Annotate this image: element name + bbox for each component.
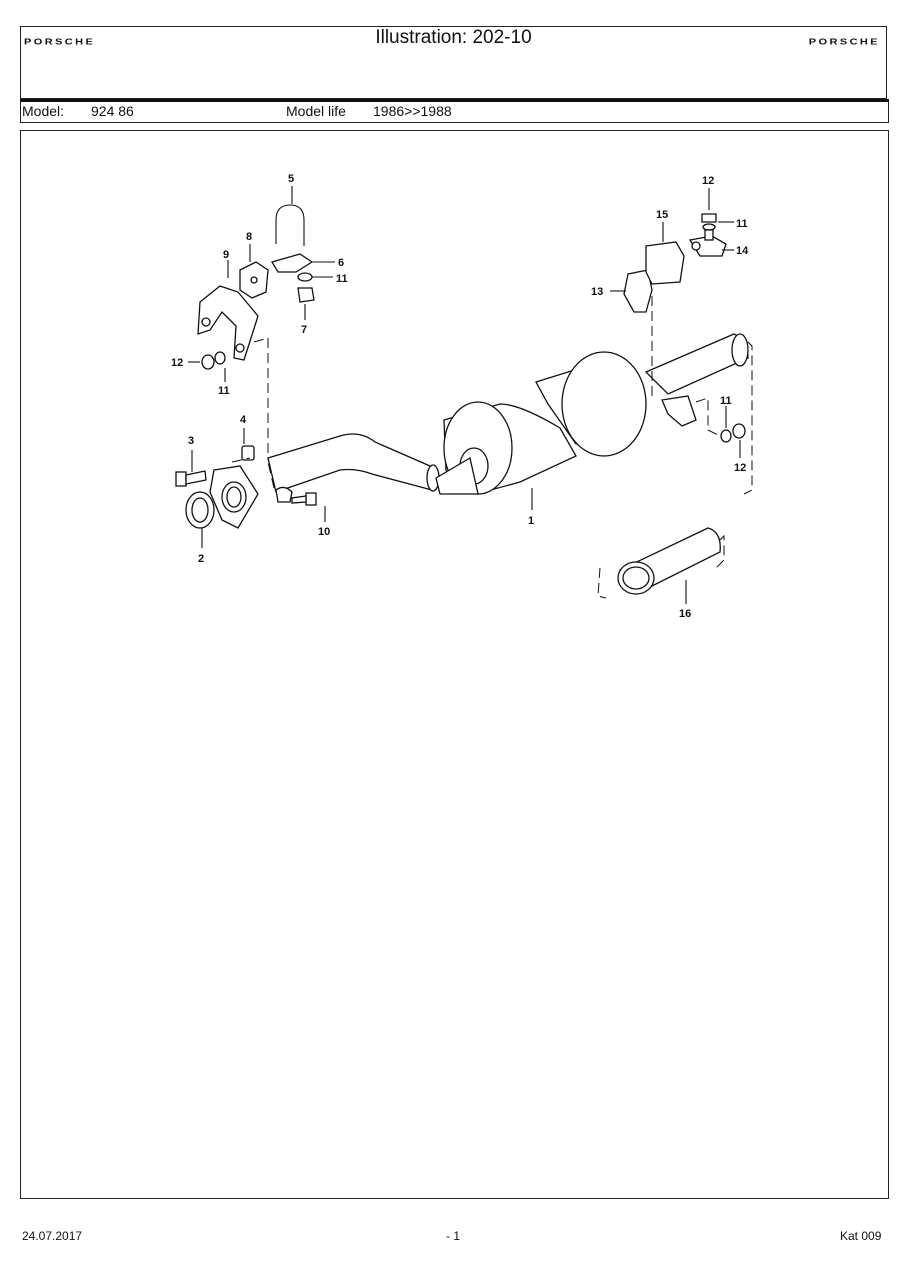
page-header: PORSCHE Illustration: 202-10 PORSCHE	[20, 26, 887, 99]
model-info-row: Model: 924 86 Model life 1986>>1988	[20, 99, 889, 123]
callout-4: 4	[240, 414, 247, 426]
washers-right-drawing	[720, 423, 746, 443]
bracket-9-drawing	[197, 285, 259, 361]
callout-9: 9	[223, 249, 229, 261]
callout-5: 5	[288, 173, 294, 185]
callout-11-right: 11	[720, 395, 732, 407]
flange-drawing	[209, 465, 259, 529]
leader-lines	[188, 186, 741, 604]
footer-page-number: - 1	[446, 1229, 461, 1243]
front-pipe-drawing	[267, 433, 440, 493]
callout-12-left: 12	[171, 357, 183, 369]
callout-1: 1	[528, 515, 534, 527]
washers-left-drawing	[201, 351, 226, 370]
callout-11-top-right: 11	[736, 218, 748, 230]
footer-catalog: Kat 009	[840, 1229, 882, 1243]
callout-13: 13	[591, 286, 603, 298]
rubber-mount-8-drawing	[239, 261, 269, 299]
rear-hanger-drawing	[661, 395, 697, 427]
footer-date: 24.07.2017	[22, 1229, 83, 1243]
callout-10: 10	[318, 526, 330, 538]
rear-silencer-drawing	[535, 333, 749, 457]
callout-7: 7	[301, 324, 307, 336]
clamp-10-drawing	[275, 486, 317, 506]
callout-12-top-right: 12	[702, 175, 714, 187]
callout-12-right: 12	[734, 462, 746, 474]
callout-11-top-left: 11	[336, 273, 348, 285]
model-value: 924 86	[91, 103, 134, 119]
callout-11-left: 11	[218, 385, 230, 397]
callout-6: 6	[338, 257, 344, 269]
u-bolt-5-drawing	[275, 204, 305, 246]
gasket-ring-drawing	[185, 491, 215, 529]
main-silencer-drawing	[435, 401, 577, 495]
callout-8: 8	[246, 231, 252, 243]
porsche-logo-right: PORSCHE	[808, 37, 880, 47]
illustration-title: Illustration: 202-10	[375, 27, 532, 48]
porsche-logo-left: PORSCHE	[24, 37, 96, 47]
bolt-3-drawing	[175, 470, 207, 487]
assembly-guide-lines	[231, 296, 753, 599]
callout-14: 14	[736, 245, 749, 257]
illustration-frame	[20, 130, 889, 1199]
model-life-value: 1986>>1988	[373, 103, 452, 119]
model-life-label: Model life	[286, 103, 346, 119]
strap-6-drawing	[271, 253, 314, 273]
nut-4-drawing	[241, 445, 255, 461]
callout-16: 16	[679, 608, 691, 620]
tail-pipe-trim-drawing	[617, 527, 721, 595]
callout-3: 3	[188, 435, 194, 447]
bracket-14-drawing	[688, 235, 727, 257]
model-label: Model:	[22, 103, 65, 119]
nut-washer-top-right	[701, 213, 717, 241]
rubber-mount-15-drawing	[645, 241, 685, 285]
washer-nut-top-left	[297, 272, 315, 303]
callout-numbers: 1 2 3 4 5 6 7 8 9 10 11 11 11 11 12 12 1…	[171, 173, 749, 620]
callout-15: 15	[656, 209, 668, 221]
callout-2: 2	[198, 553, 204, 565]
